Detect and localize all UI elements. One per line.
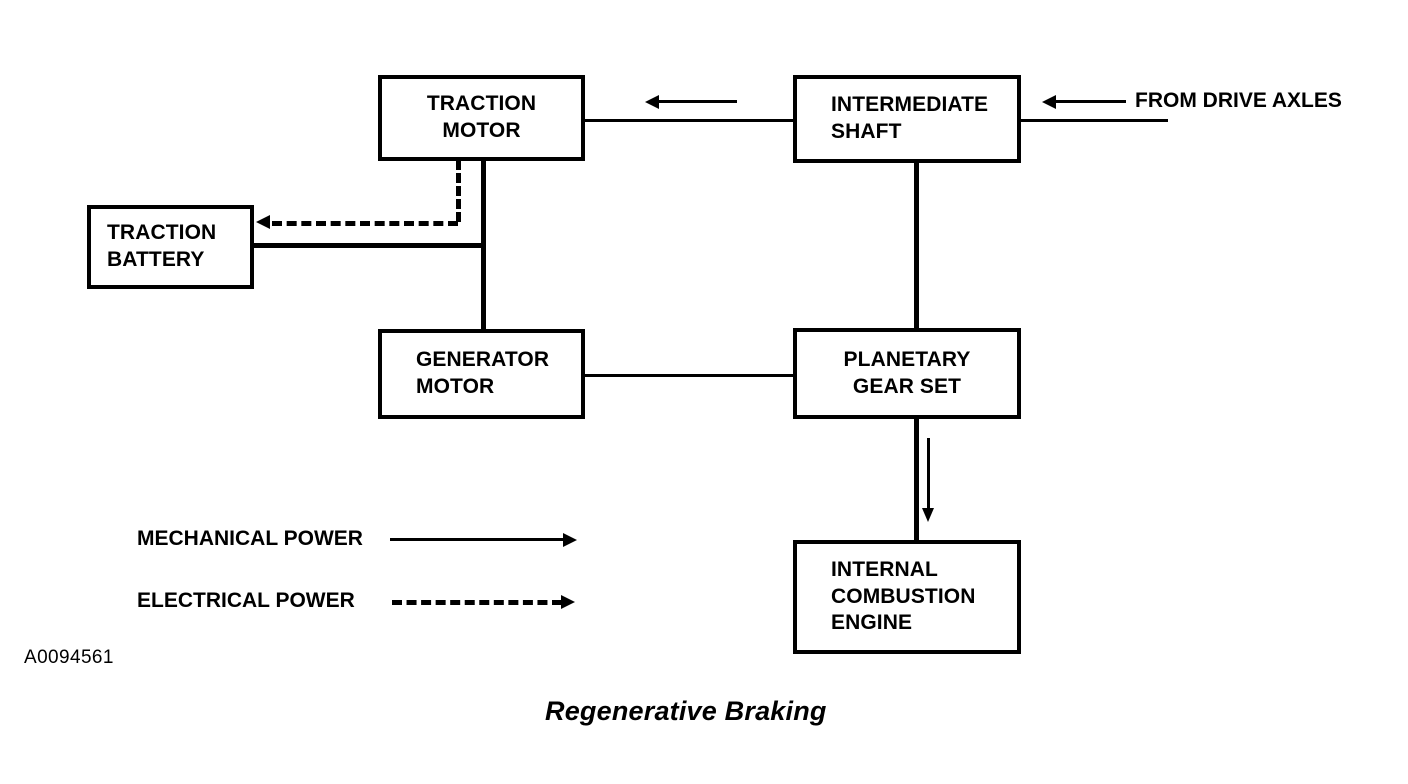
node-traction-motor: TRACTION MOTOR	[378, 75, 585, 161]
legend-electrical-power-label: ELECTRICAL POWER	[137, 589, 355, 612]
node-traction-battery: TRACTION BATTERY	[87, 205, 254, 289]
legend-electrical-power-arrow-head	[561, 595, 575, 609]
node-traction-motor-label: TRACTION MOTOR	[426, 92, 537, 142]
arrow-head-to-engine	[922, 508, 934, 522]
label-from-drive-axles: FROM DRIVE AXLES	[1135, 89, 1342, 112]
arrow-head-from-drive-axles	[1042, 95, 1056, 109]
legend-electrical-power-line	[392, 600, 562, 605]
node-traction-battery-label: TRACTION BATTERY	[107, 221, 217, 271]
node-internal-combustion-engine-label: INTERNAL COMBUSTION ENGINE	[831, 557, 976, 635]
connector-drive-axles-arrow-shaft	[1056, 100, 1126, 103]
connector-shaft-to-traction-motor-arrow-shaft	[657, 100, 737, 103]
connector-shaft-to-traction-motor	[585, 119, 793, 122]
connector-electrical-vertical-dashed	[456, 160, 461, 222]
legend-mechanical-power-line	[390, 538, 565, 541]
node-intermediate-shaft-label: INTERMEDIATE SHAFT	[831, 93, 989, 143]
node-planetary-gear-set: PLANETARY GEAR SET	[793, 328, 1021, 419]
connector-battery-to-trunk	[252, 243, 484, 248]
figure-caption: Regenerative Braking	[545, 696, 827, 726]
arrow-head-to-traction-battery	[256, 215, 270, 229]
legend-mechanical-power-label: MECHANICAL POWER	[137, 527, 363, 550]
node-internal-combustion-engine: INTERNAL COMBUSTION ENGINE	[793, 540, 1021, 654]
node-planetary-gear-set-label: PLANETARY GEAR SET	[843, 347, 971, 398]
connector-electrical-horizontal-dashed	[272, 221, 458, 226]
connector-planetary-to-engine	[914, 417, 919, 542]
node-intermediate-shaft: INTERMEDIATE SHAFT	[793, 75, 1021, 163]
node-generator-motor: GENERATOR MOTOR	[378, 329, 585, 419]
connector-shaft-to-planetary	[914, 161, 919, 330]
arrow-head-to-traction-motor	[645, 95, 659, 109]
figure-id: A0094561	[24, 647, 114, 668]
flow-arrow-to-engine-shaft	[927, 438, 930, 512]
legend-mechanical-power-arrow-head	[563, 533, 577, 547]
connector-generator-to-planetary	[585, 374, 793, 377]
connector-drive-axles-line	[1021, 119, 1168, 122]
node-generator-motor-label: GENERATOR MOTOR	[416, 348, 550, 398]
